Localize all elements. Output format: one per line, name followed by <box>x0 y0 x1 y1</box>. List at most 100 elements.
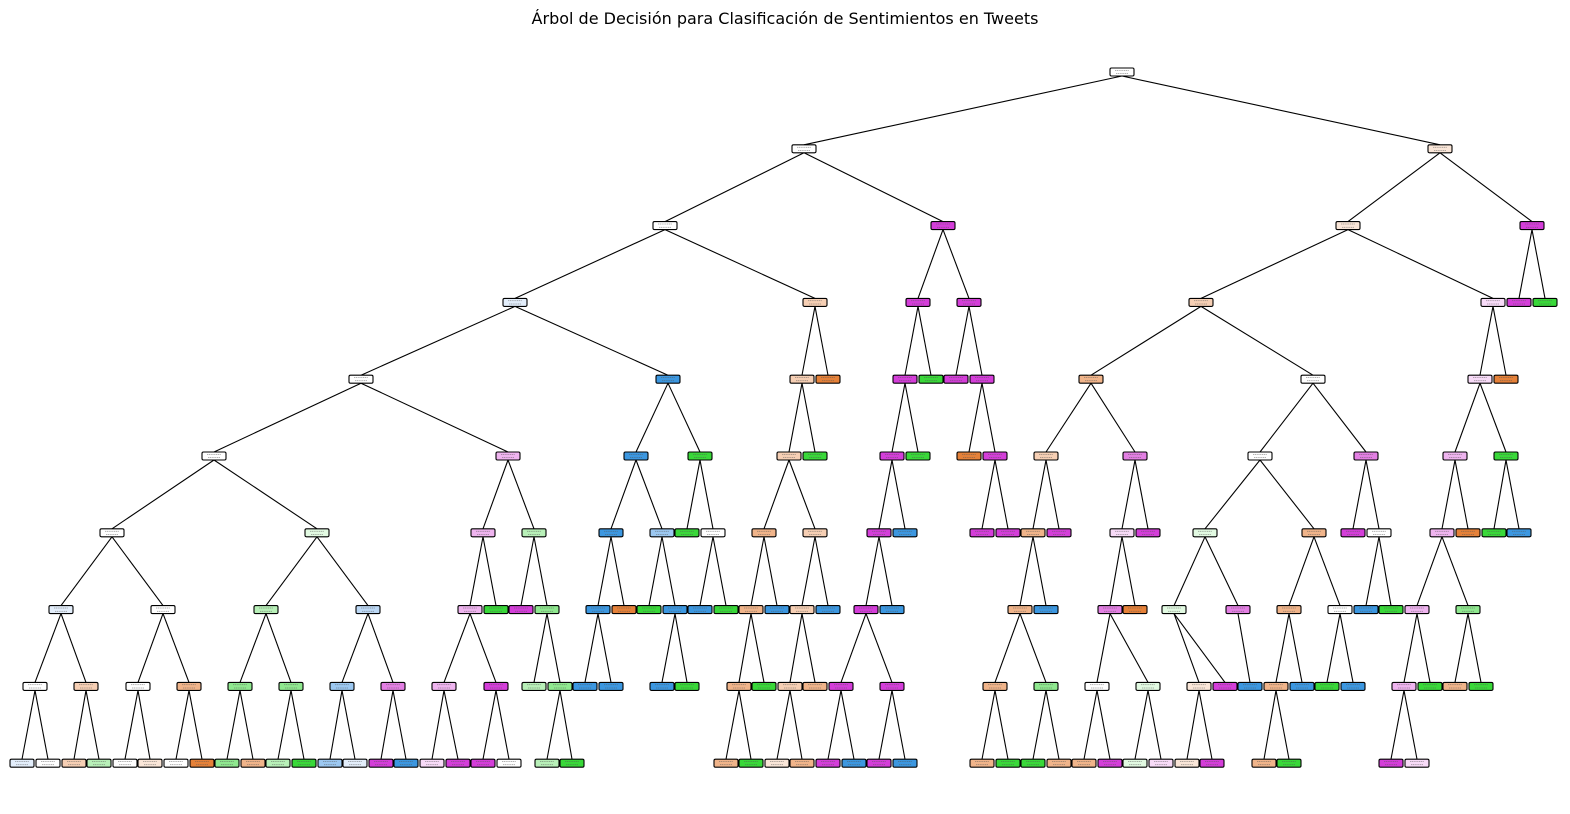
tree-edge <box>1326 613 1341 683</box>
tree-edge <box>21 690 36 760</box>
tree-node-box <box>674 528 700 538</box>
tree-node <box>1301 528 1327 538</box>
tree-node-box <box>866 758 892 768</box>
tree-node-box <box>905 451 931 461</box>
tree-node-box <box>652 221 678 231</box>
tree-node-box <box>1122 605 1148 615</box>
tree-node <box>1007 605 1033 615</box>
tree-edge <box>507 459 535 529</box>
tree-edge <box>482 536 497 606</box>
tree-edge <box>1032 536 1047 606</box>
tree-edge <box>1121 75 1441 146</box>
tree-edge <box>865 613 893 683</box>
tree-node-box <box>547 681 573 691</box>
tree-edge <box>1492 306 1507 376</box>
tree-node-box <box>470 758 496 768</box>
tree-edge <box>1416 613 1431 683</box>
tree-node-box <box>278 681 304 691</box>
tree-edge <box>277 690 292 760</box>
tree-node-box <box>253 605 279 615</box>
tree-edge <box>1454 383 1481 453</box>
tree-node <box>598 528 624 538</box>
tree-node <box>1506 297 1532 307</box>
tree-edge <box>686 459 701 529</box>
tree-node-box <box>802 681 828 691</box>
tree-edge <box>514 305 669 376</box>
tree-edge <box>738 613 752 683</box>
tree-node-box <box>1109 67 1135 77</box>
tree-node <box>930 221 956 231</box>
tree-edge <box>1045 690 1060 760</box>
tree-node <box>1467 374 1493 384</box>
tree-node-box <box>815 374 841 384</box>
tree-node-box <box>534 758 560 768</box>
tree-node-box <box>1188 297 1214 307</box>
tree-node-box <box>1327 605 1353 615</box>
tree-node-box <box>1251 758 1277 768</box>
tree-edge <box>801 536 816 606</box>
tree-edge <box>814 536 829 606</box>
tree-node-box <box>1506 528 1532 538</box>
tree-node <box>214 758 240 768</box>
tree-node <box>879 605 905 615</box>
tree-edge <box>265 536 318 606</box>
tree-node <box>150 605 176 615</box>
tree-edge <box>1204 459 1261 530</box>
tree-edge <box>1134 690 1149 760</box>
tree-edge <box>175 690 190 760</box>
tree-node <box>1135 528 1161 538</box>
tree-node <box>751 528 777 538</box>
tree-node <box>828 681 854 691</box>
tree-edge <box>1518 229 1533 299</box>
tree-node-box <box>240 758 266 768</box>
tree-node <box>918 374 944 384</box>
tree-node <box>1161 605 1187 615</box>
tree-edge <box>533 613 548 683</box>
tree-edge <box>840 690 855 760</box>
tree-node-box <box>1046 758 1072 768</box>
tree-node <box>1020 758 1046 768</box>
tree-node-box <box>1020 758 1046 768</box>
tree-edge <box>878 459 893 529</box>
tree-node-box <box>1314 681 1340 691</box>
tree-node-box <box>995 758 1021 768</box>
tree-node <box>1300 374 1326 384</box>
tree-node-box <box>687 451 713 461</box>
tree-node-box <box>598 528 624 538</box>
tree-node <box>1251 758 1277 768</box>
tree-node <box>1391 681 1417 691</box>
tree-edge <box>265 613 292 683</box>
tree-edge <box>994 459 1009 529</box>
tree-node-box <box>483 681 509 691</box>
tree-node-box <box>611 605 637 615</box>
tree-node <box>969 528 995 538</box>
tree-node-box <box>521 681 547 691</box>
tree-node <box>623 451 649 461</box>
tree-node-box <box>572 681 598 691</box>
tree-node-box <box>99 528 125 538</box>
tree-edge <box>1032 690 1047 760</box>
tree-node-box <box>265 758 291 768</box>
tree-edge <box>803 152 944 223</box>
tree-node <box>1493 451 1519 461</box>
tree-edge <box>559 690 573 760</box>
tree-node-box <box>1237 681 1263 691</box>
tree-node-box <box>713 758 739 768</box>
tree-node <box>189 758 215 768</box>
tree-edge <box>648 536 663 606</box>
tree-node-box <box>1212 681 1238 691</box>
tree-node <box>521 681 547 691</box>
tree-node <box>329 681 355 691</box>
tree-edge <box>239 613 267 683</box>
tree-node-box <box>956 451 982 461</box>
tree-node <box>240 758 266 768</box>
tree-edge <box>1259 459 1315 530</box>
tree-node <box>317 758 343 768</box>
tree-node-box <box>1276 605 1302 615</box>
tree-edge <box>360 305 516 376</box>
tree-node <box>1097 605 1123 615</box>
tree-node-box <box>495 451 521 461</box>
tree-edge <box>981 383 996 453</box>
tree-edge <box>597 536 612 606</box>
